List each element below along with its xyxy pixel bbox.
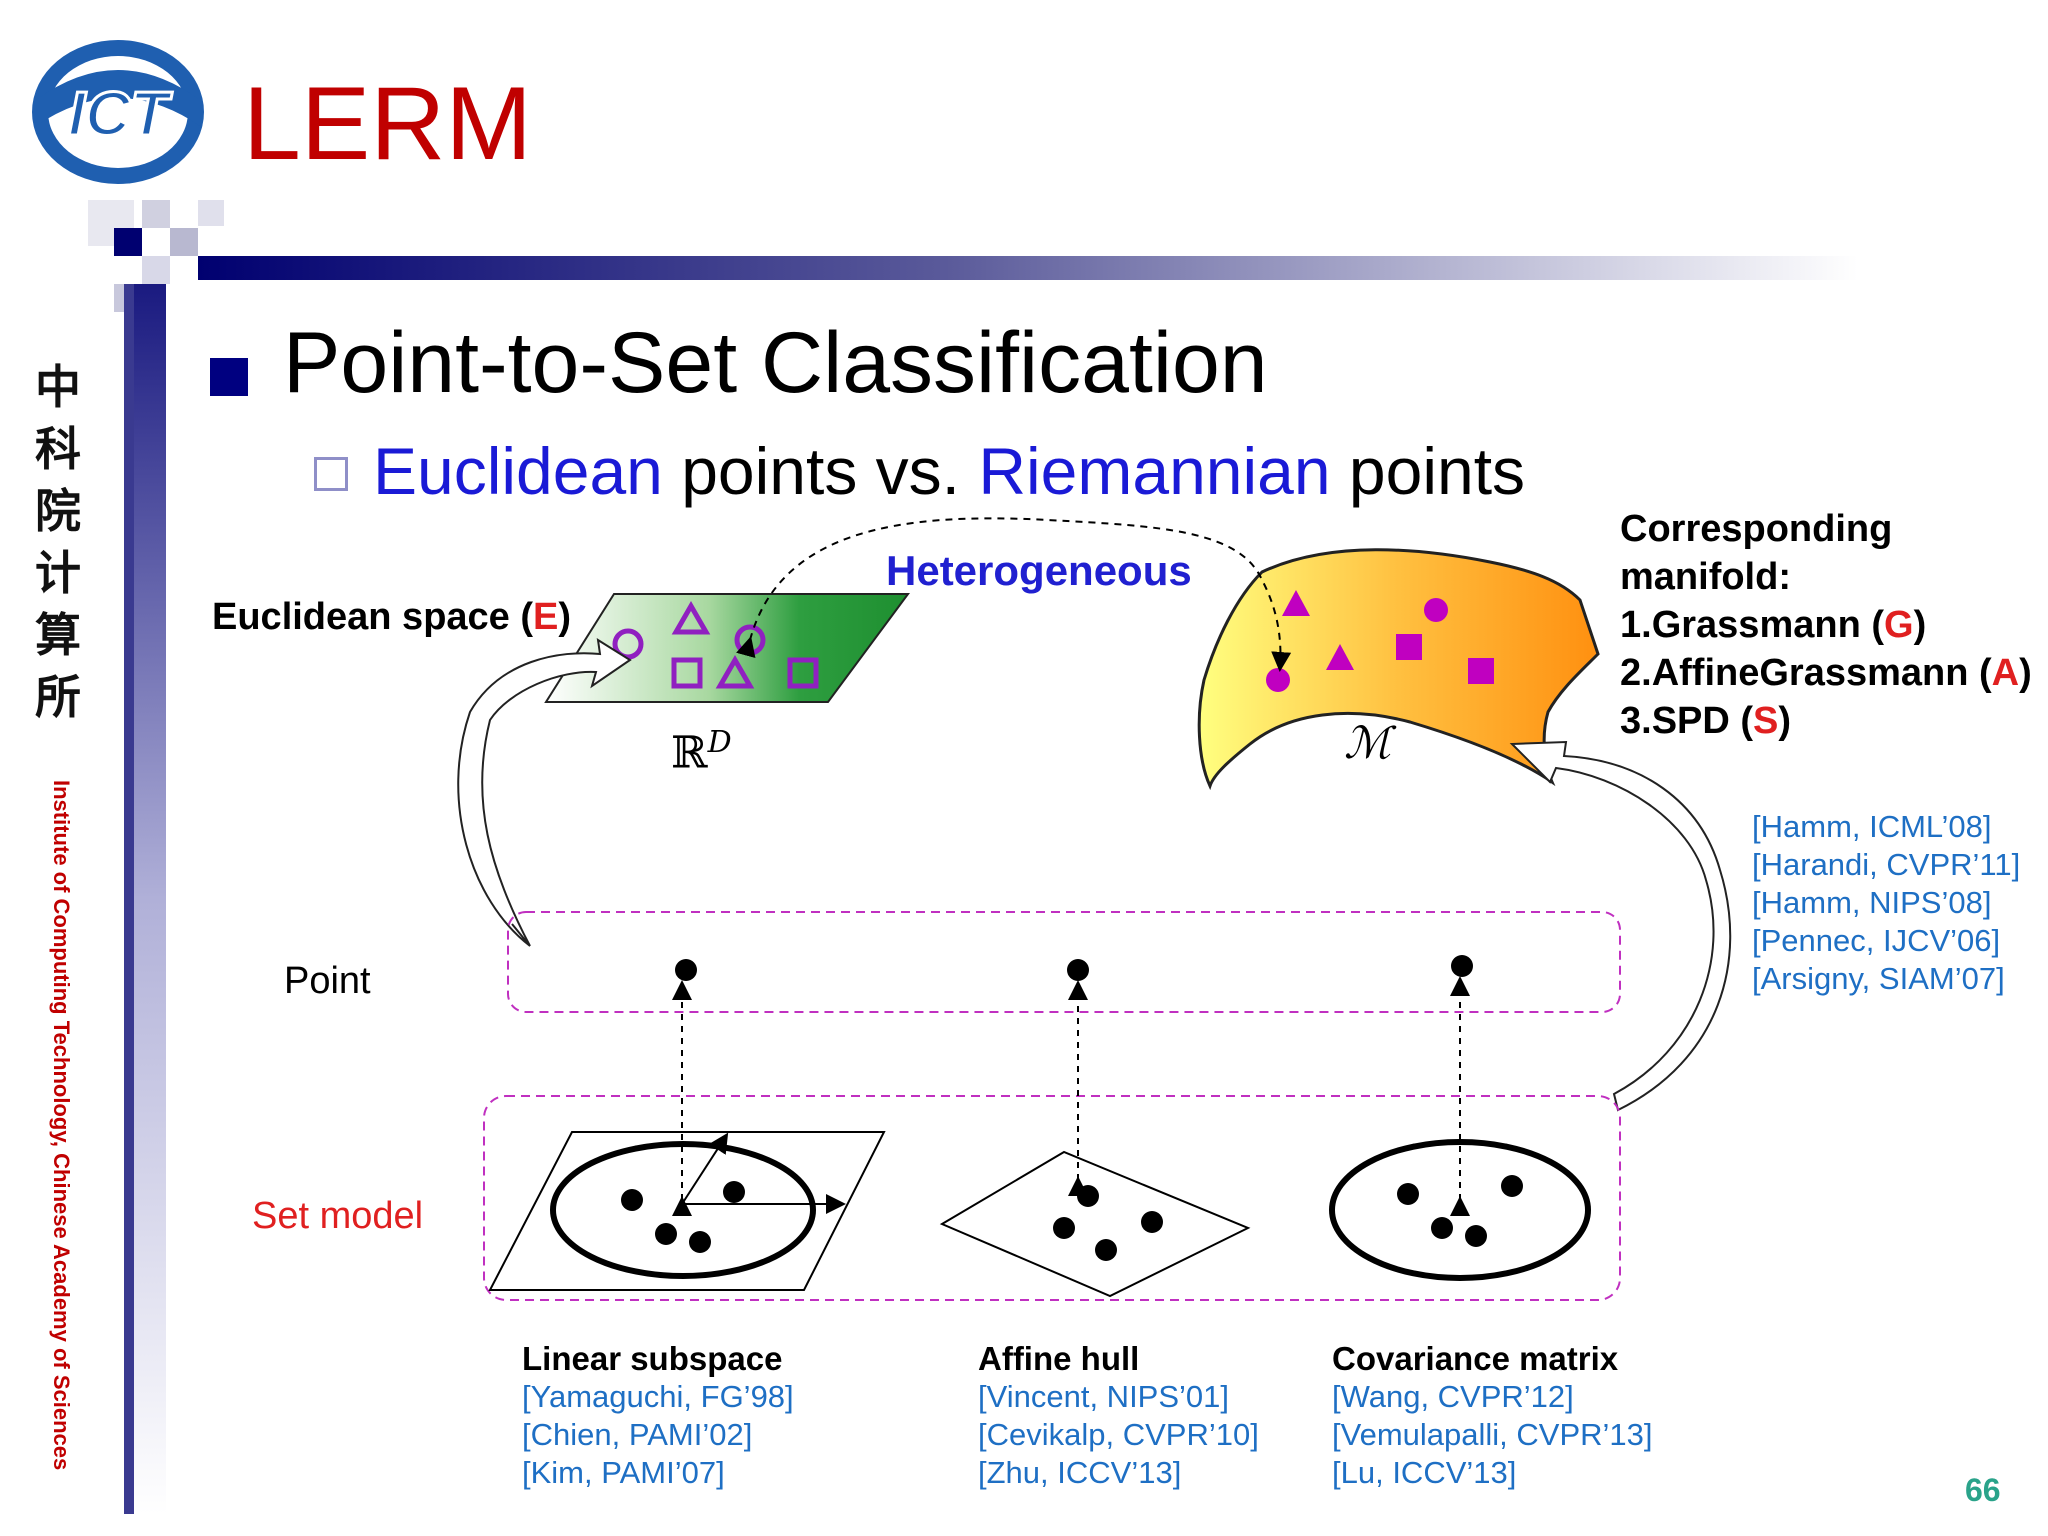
affine-hull-model xyxy=(939,1150,1251,1298)
manifold-item-text: 2.AffineGrassmann ( xyxy=(1620,652,1992,694)
manifold-item-letter: A xyxy=(1991,652,2020,694)
chinese-char: 算 xyxy=(35,608,81,662)
triangle-marker xyxy=(715,654,755,689)
manifold-item-spd: 3.SPD (S) xyxy=(1620,697,2032,745)
header-decoration xyxy=(88,200,1858,1514)
column-ref: [Yamaguchi, FG’98] xyxy=(522,1379,794,1414)
manifold-item-suffix: ) xyxy=(1913,604,1927,646)
heterogeneous-arc xyxy=(736,517,1292,672)
sub-bullet-suffix: points xyxy=(1330,434,1526,508)
chinese-char: 中 xyxy=(35,360,81,414)
circle-marker xyxy=(1266,668,1290,692)
triangle-marker xyxy=(1282,590,1310,616)
corresponding-line2: manifold: xyxy=(1620,556,1791,598)
column-ref: [Vemulapalli, CVPR’13] xyxy=(1332,1417,1653,1452)
triangle-marker xyxy=(1326,644,1354,670)
covariance-model xyxy=(1329,1139,1591,1281)
chinese-char: 所 xyxy=(35,670,81,724)
slide-title: LERM xyxy=(243,66,532,182)
sub-bullet-connector: points vs. xyxy=(662,434,979,508)
column-ref: [Wang, CVPR’12] xyxy=(1332,1379,1574,1414)
column-ref: [Kim, PAMI’07] xyxy=(522,1455,725,1490)
logo-text: ICT xyxy=(68,80,173,149)
manifold-symbol-label: ℳ xyxy=(1344,718,1392,769)
manifold-item-suffix: ) xyxy=(1778,700,1792,742)
euclidean-space-label: Euclidean space (E) xyxy=(212,598,571,636)
column-ref: [Cevikalp, CVPR’10] xyxy=(978,1417,1259,1452)
ict-logo: ICT xyxy=(32,40,204,184)
manifold-item-affine-grassmann: 2.AffineGrassmann (A) xyxy=(1620,649,2032,697)
square-marker xyxy=(1396,634,1422,660)
set-model-row-label: Set model xyxy=(252,1195,424,1237)
euclidean-space-close: ) xyxy=(558,596,572,638)
rd-label: ℝD xyxy=(671,728,732,776)
circle-marker xyxy=(1424,598,1448,622)
point-covariance xyxy=(1451,955,1473,977)
column-linear-subspace: Linear subspace [Yamaguchi, FG’98] [Chie… xyxy=(522,1340,794,1492)
column-title: Covariance matrix xyxy=(1332,1340,1619,1377)
reference-item: [Arsigny, SIAM’07] xyxy=(1752,961,2005,996)
reference-item: [Hamm, NIPS’08] xyxy=(1752,885,1992,920)
point-linear-subspace xyxy=(675,959,697,981)
square-marker xyxy=(671,657,703,689)
riemannian-manifold xyxy=(1197,548,1600,791)
manifold-item-grassmann: 1.Grassmann (G) xyxy=(1620,601,2032,649)
square-marker xyxy=(1468,658,1494,684)
column-title: Linear subspace xyxy=(522,1340,783,1377)
right-curved-arrow xyxy=(1509,740,1732,1112)
column-ref: [Lu, ICCV’13] xyxy=(1332,1455,1517,1490)
triangle-marker xyxy=(671,600,711,635)
column-ref: [Vincent, NIPS’01] xyxy=(978,1379,1230,1414)
point-affine-hull xyxy=(1067,959,1089,981)
euclidean-word: Euclidean xyxy=(373,434,663,508)
linear-subspace-model xyxy=(488,1131,886,1291)
corresponding-manifold-list: Corresponding manifold: 1.Grassmann (G) … xyxy=(1620,505,2032,745)
chinese-char: 计 xyxy=(35,546,81,600)
reference-item: [Pennec, IJCV’06] xyxy=(1752,923,2001,958)
column-title: Affine hull xyxy=(978,1340,1140,1377)
sub-bullet-text: Euclidean points vs. Riemannian points xyxy=(373,438,1525,504)
euclidean-space-text: Euclidean space ( xyxy=(212,596,534,638)
column-covariance-matrix: Covariance matrix [Wang, CVPR’12] [Vemul… xyxy=(1332,1340,1653,1492)
page-number: 66 xyxy=(1965,1472,2001,1508)
rd-superscript: D xyxy=(707,725,732,760)
manifold-item-letter: G xyxy=(1884,604,1914,646)
riemannian-word: Riemannian xyxy=(978,434,1331,508)
left-curved-arrow xyxy=(457,638,632,947)
corresponding-line1: Corresponding xyxy=(1620,508,1893,550)
rd-symbol: ℝ xyxy=(671,727,708,779)
manifold-item-letter: S xyxy=(1753,700,1779,742)
reference-item: [Harandi, CVPR’11] xyxy=(1752,847,2021,882)
manifold-item-text: 3.SPD ( xyxy=(1620,700,1754,742)
main-bullet-text: Point-to-Set Classification xyxy=(283,315,1268,411)
column-affine-hull: Affine hull [Vincent, NIPS’01] [Cevikalp… xyxy=(978,1340,1259,1492)
manifold-item-text: 1.Grassmann ( xyxy=(1620,604,1884,646)
point-row-box xyxy=(507,911,1621,1013)
euclidean-space-letter: E xyxy=(533,596,559,638)
bullet-square-icon xyxy=(210,358,248,396)
manifold-item-suffix: ) xyxy=(2019,652,2032,694)
column-ref: [Zhu, ICCV’13] xyxy=(978,1455,1182,1490)
institute-chinese-name: 中 科 院 计 算 所 xyxy=(30,356,86,728)
set-model-box xyxy=(483,1095,1621,1301)
sub-bullet-square-icon xyxy=(314,457,348,491)
heterogeneous-label: Heterogeneous xyxy=(886,547,1192,594)
chinese-char: 院 xyxy=(35,484,81,538)
circle-marker xyxy=(612,628,644,660)
column-ref: [Chien, PAMI’02] xyxy=(522,1417,753,1452)
manifold-references: [Hamm, ICML’08] [Harandi, CVPR’11] [Hamm… xyxy=(1752,808,2020,998)
point-row-label: Point xyxy=(284,960,371,1002)
institute-english-name: Institute of Computing Technology, Chine… xyxy=(49,780,74,1471)
chinese-char: 科 xyxy=(35,422,81,476)
reference-item: [Hamm, ICML’08] xyxy=(1752,809,1992,844)
